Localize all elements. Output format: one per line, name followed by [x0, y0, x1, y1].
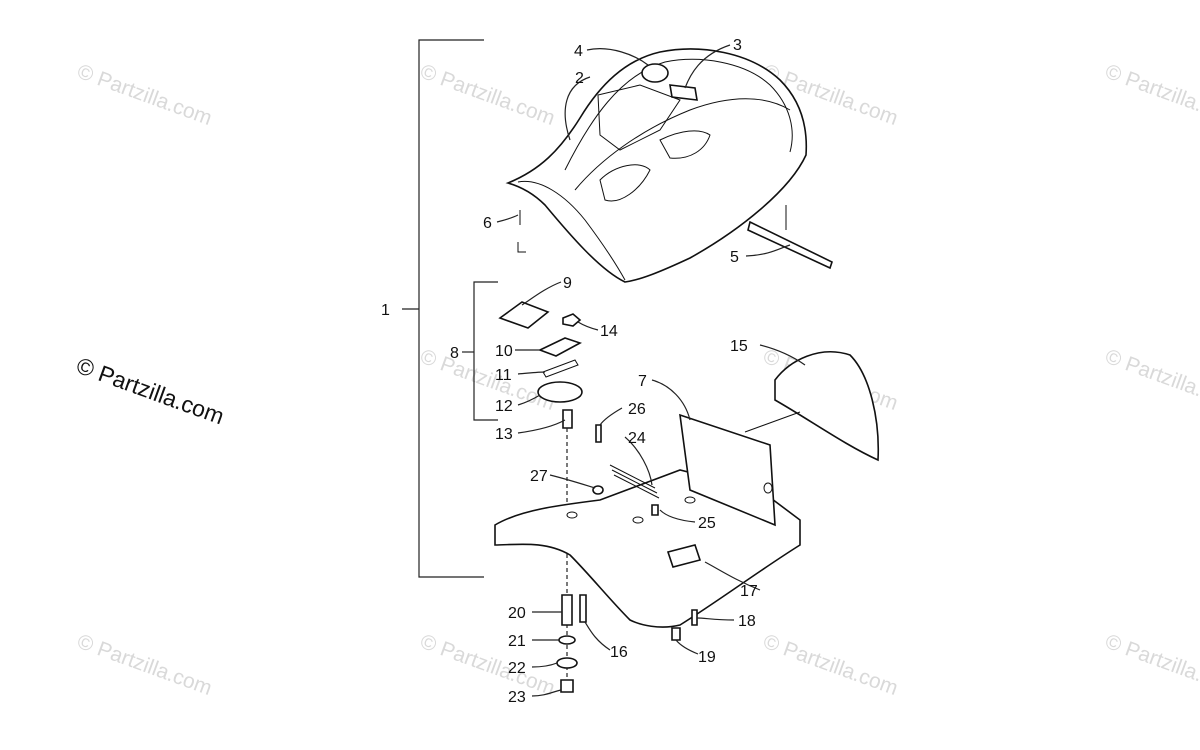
- panel-leader: [744, 411, 801, 433]
- screw-19: [671, 627, 681, 641]
- latch-bracket: [498, 301, 550, 329]
- spring: [609, 464, 660, 499]
- seat-cover: [505, 48, 808, 283]
- leader-lines: [496, 44, 806, 697]
- bracket-1: [402, 39, 484, 578]
- callout-22: 22: [508, 660, 526, 677]
- latch-spacer: [562, 409, 573, 429]
- callout-17: 17: [740, 583, 758, 600]
- callout-1: 1: [381, 302, 390, 319]
- nut-23: [560, 679, 574, 693]
- callout-4: 4: [574, 43, 583, 60]
- seat-patch: [641, 63, 669, 83]
- latch-base: [537, 381, 583, 403]
- callout-25: 25: [698, 515, 716, 532]
- hinge-plate: [666, 544, 702, 568]
- callout-23: 23: [508, 689, 526, 706]
- callout-labels: 1 2 3 4 5 6 7 8 9 10 11 12 13 14 15 16 1…: [381, 37, 758, 706]
- washer-22: [556, 657, 578, 669]
- callout-9: 9: [563, 275, 572, 292]
- callout-8: 8: [450, 345, 459, 362]
- callout-11: 11: [495, 367, 512, 384]
- washer-21: [558, 635, 576, 645]
- callout-10: 10: [495, 343, 513, 360]
- callout-19: 19: [698, 649, 716, 666]
- callout-15: 15: [730, 338, 748, 355]
- seat-clip: [517, 242, 526, 253]
- latch-nut: [562, 313, 582, 327]
- screw-25: [651, 504, 659, 516]
- latch-plate: [537, 337, 583, 357]
- screw-16: [579, 594, 587, 623]
- bracket-8: [462, 281, 498, 421]
- back-panel: [774, 351, 880, 462]
- callout-7: 7: [638, 373, 647, 390]
- callout-16: 16: [610, 644, 628, 661]
- rivet-18: [691, 609, 698, 626]
- callout-18: 18: [738, 613, 756, 630]
- callout-26: 26: [628, 401, 646, 418]
- bolt-20: [561, 594, 573, 626]
- callout-20: 20: [508, 605, 526, 622]
- callout-5: 5: [730, 249, 739, 266]
- pin-26: [595, 424, 602, 443]
- callout-2: 2: [575, 70, 584, 87]
- grommet-27: [592, 485, 604, 495]
- callout-3: 3: [733, 37, 742, 54]
- seat-strap: [669, 84, 698, 101]
- callout-24: 24: [628, 430, 646, 447]
- callout-27: 27: [530, 468, 548, 485]
- seat-base: [494, 413, 801, 628]
- callout-13: 13: [495, 426, 513, 443]
- latch-spring: [542, 359, 579, 378]
- callout-12: 12: [495, 398, 513, 415]
- callout-6: 6: [483, 215, 492, 232]
- callout-21: 21: [508, 633, 526, 650]
- callout-14: 14: [600, 323, 618, 340]
